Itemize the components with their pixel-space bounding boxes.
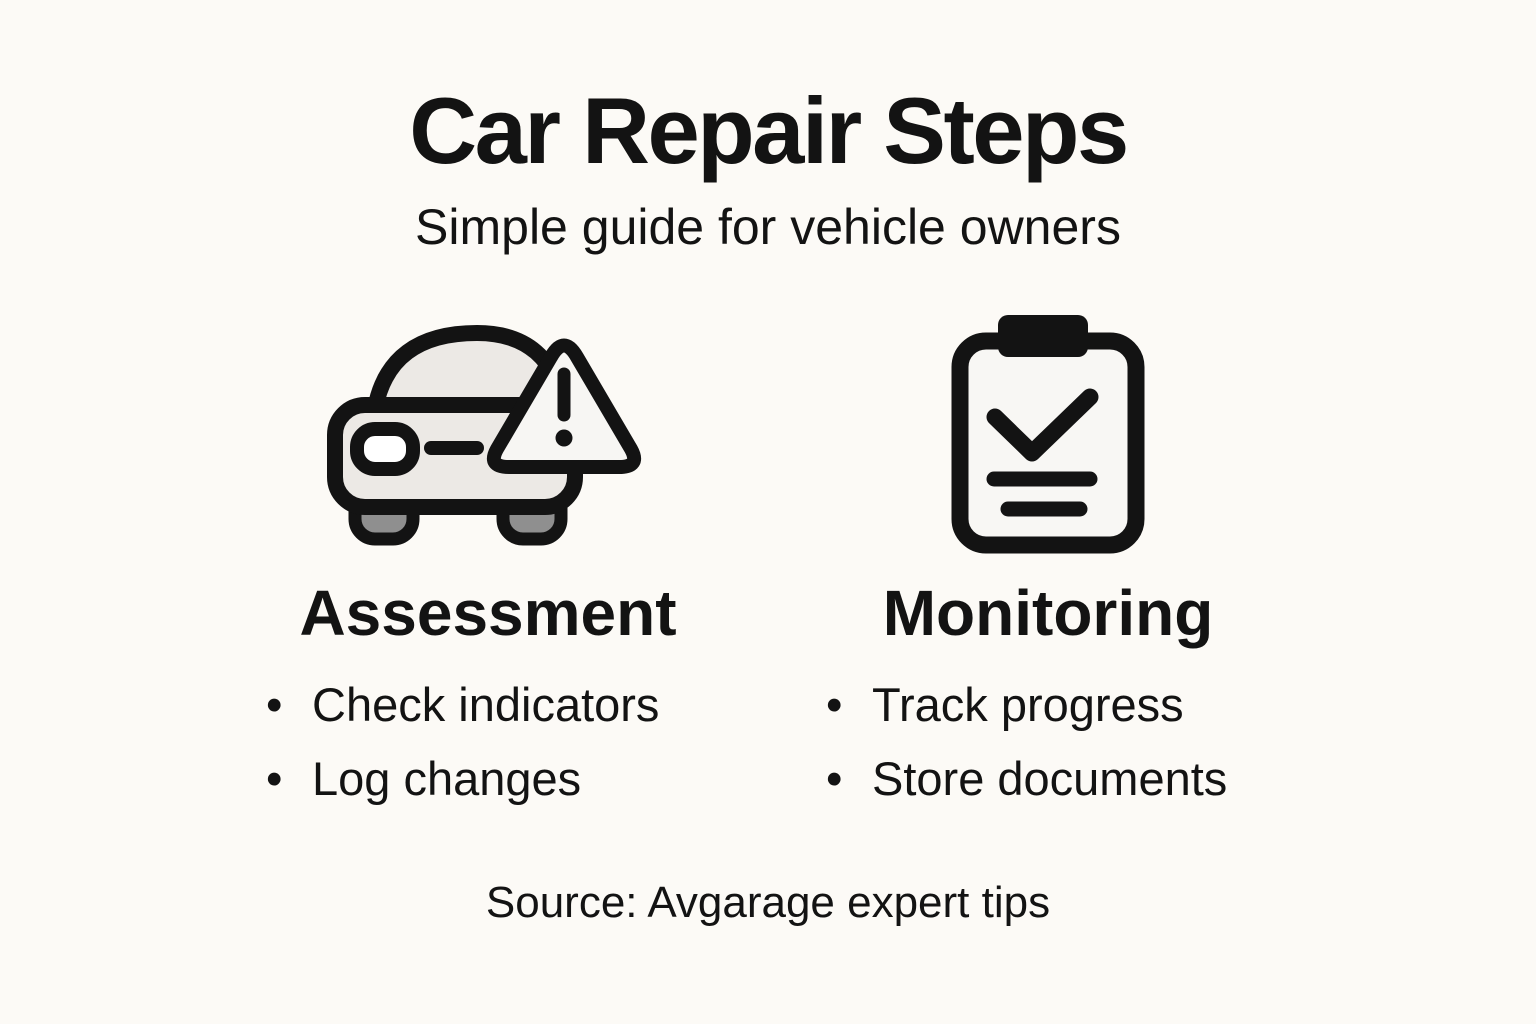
bullet-text: Check indicators bbox=[312, 678, 660, 732]
clipboard-clip bbox=[998, 315, 1088, 358]
source-note: Source: Avgarage expert tips bbox=[485, 877, 1051, 927]
bullet-text: Track progress bbox=[872, 678, 1184, 732]
car-headlight bbox=[350, 422, 420, 477]
column-monitoring: Monitoring • Track progress • Store docu… bbox=[788, 313, 1308, 824]
clipboard-check-icon-svg bbox=[951, 315, 1145, 554]
bullet-marker: • bbox=[826, 751, 843, 805]
bullet-text: Log changes bbox=[312, 751, 582, 805]
bullet-text: Store documents bbox=[872, 751, 1228, 805]
clipboard-check-icon bbox=[950, 313, 1146, 558]
page-subtitle: Simple guide for vehicle owners bbox=[415, 198, 1121, 255]
columns: Assessment • Check indicators • Log chan… bbox=[228, 313, 1308, 824]
list-item: • Track progress bbox=[826, 676, 1308, 735]
column-heading: Assessment bbox=[299, 576, 677, 649]
bullet-list: • Check indicators • Log changes bbox=[228, 676, 748, 824]
column-assessment: Assessment • Check indicators • Log chan… bbox=[228, 313, 748, 824]
checkmark bbox=[986, 388, 1099, 462]
page-title: Car Repair Steps bbox=[409, 78, 1129, 183]
list-item: • Log changes bbox=[266, 750, 748, 809]
column-heading: Monitoring bbox=[882, 576, 1214, 649]
car-warning-icon-svg bbox=[327, 325, 641, 546]
exclamation-dot bbox=[555, 429, 573, 447]
bullet-marker: • bbox=[266, 678, 283, 732]
bullet-marker: • bbox=[266, 751, 283, 805]
bullet-list: • Track progress • Store documents bbox=[788, 676, 1308, 824]
car-warning-icon bbox=[327, 313, 649, 558]
list-item: • Store documents bbox=[826, 750, 1308, 809]
bullet-marker: • bbox=[826, 678, 843, 732]
list-item: • Check indicators bbox=[266, 676, 748, 735]
